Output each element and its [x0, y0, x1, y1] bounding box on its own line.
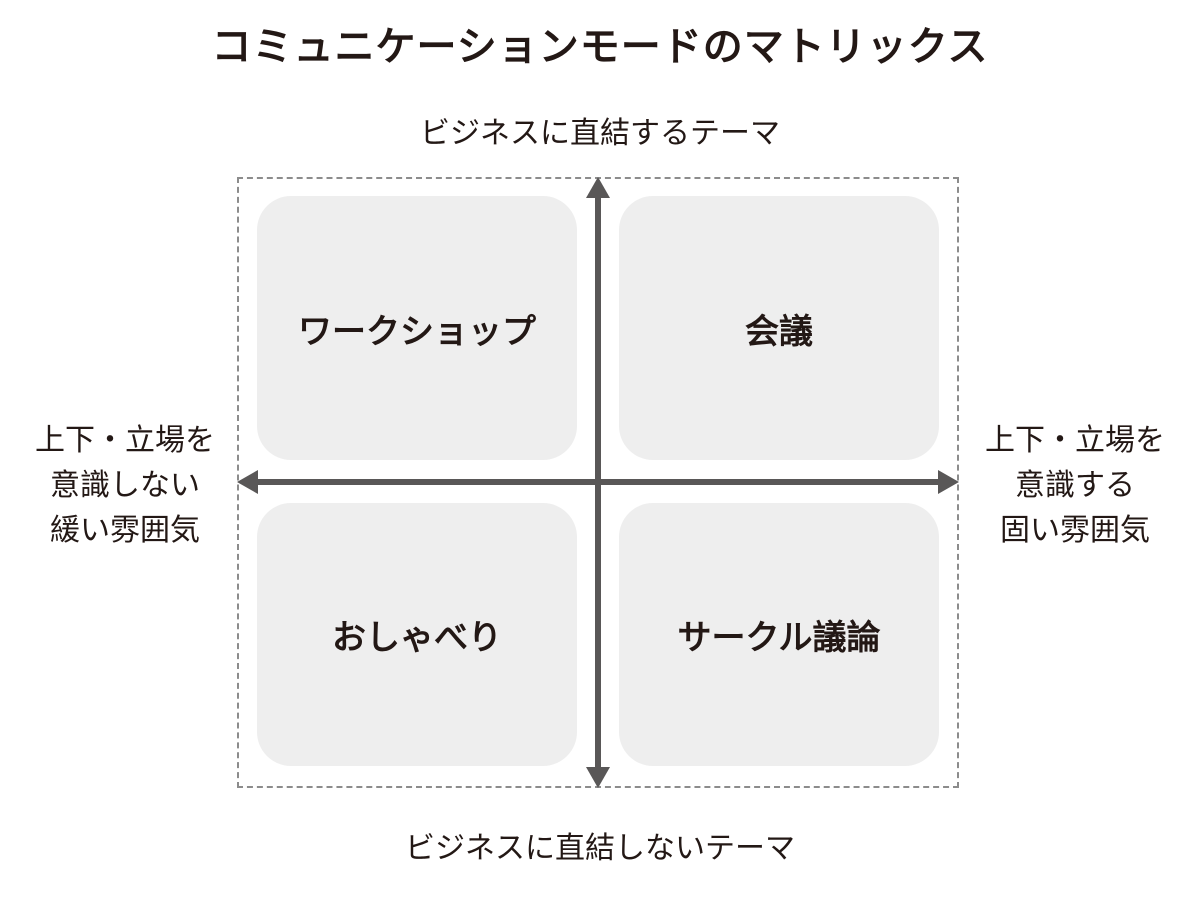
- arrow-right-icon: [938, 470, 959, 494]
- axis-label-top: ビジネスに直結するテーマ: [420, 116, 780, 151]
- axis-label-left-line-2: 意識しない: [50, 468, 200, 503]
- axis-label-left-line-3: 緩い雰囲気: [50, 513, 200, 548]
- quadrant-top-left: ワークショップ: [257, 196, 577, 460]
- arrow-up-icon: [586, 177, 610, 198]
- arrow-down-icon: [586, 767, 610, 788]
- axis-label-right-line-2: 意識する: [1015, 468, 1135, 503]
- axis-label-left: 上下・立場を 意識しない 緩い雰囲気: [5, 418, 245, 553]
- diagram-title: コミュニケーションモードのマトリックス: [211, 24, 989, 70]
- axis-label-right-line-3: 固い雰囲気: [1000, 513, 1150, 548]
- axis-label-bottom: ビジネスに直結しないテーマ: [405, 831, 795, 866]
- quadrant-bottom-left: おしゃべり: [257, 503, 577, 766]
- axis-label-right: 上下・立場を 意識する 固い雰囲気: [955, 418, 1195, 553]
- quadrant-label-chat: おしゃべり: [332, 618, 502, 658]
- quadrant-top-right: 会議: [619, 196, 939, 460]
- quadrant-bottom-right: サークル議論: [619, 503, 939, 766]
- axis-label-left-line-1: 上下・立場を: [35, 423, 215, 458]
- axis-label-right-line-1: 上下・立場を: [985, 423, 1165, 458]
- quadrant-label-meeting: 会議: [745, 311, 813, 352]
- quadrant-label-workshop: ワークショップ: [298, 311, 536, 352]
- horizontal-axis-line: [256, 479, 940, 485]
- quadrant-label-circle-discussion: サークル議論: [677, 618, 881, 658]
- arrow-left-icon: [237, 470, 258, 494]
